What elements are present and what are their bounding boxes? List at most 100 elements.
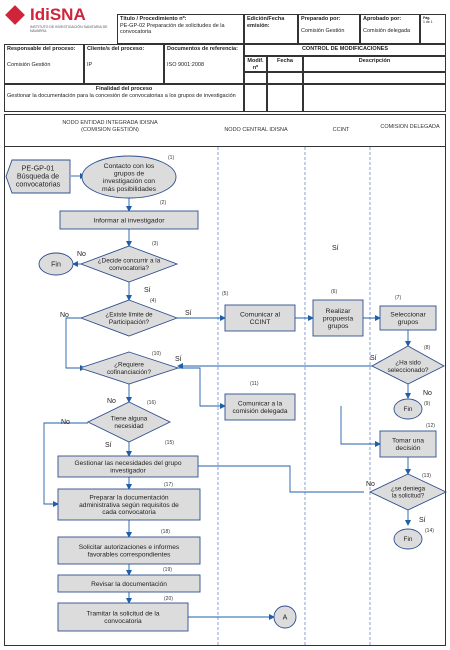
- changes-row1c: [303, 72, 446, 84]
- logo-cell: IdiSNA INSTITUTO DE INVESTIGACIÓN SANITA…: [4, 4, 116, 40]
- node-n18-line: favorables correspondientes: [88, 552, 172, 559]
- purpose-title: Finalidad del proceso: [95, 86, 153, 92]
- node-fin1-line: Fin: [51, 261, 61, 268]
- client-cell: Cliente/s del proceso: IP: [84, 44, 164, 84]
- node-conn_a-text: A: [283, 614, 288, 621]
- lane1-title: NODO ENTIDAD INTEGRADA IDISNA (COMISION …: [62, 120, 158, 133]
- node-d8-line: ¿Ha sido: [395, 360, 421, 367]
- node-n17-line: administrativa según requisitos de: [79, 502, 179, 509]
- changes-col3: Descripción: [358, 58, 391, 64]
- step-number-3: (3): [152, 241, 158, 247]
- changes-col3-cell: Descripción: [303, 56, 446, 72]
- fin-1-shape: [38, 252, 74, 276]
- step-number-12: (12): [426, 423, 435, 429]
- purpose-text: Gestionar la documentación para la conce…: [7, 92, 236, 99]
- lane2-title: NODO CENTRAL IDISNA: [224, 127, 288, 133]
- edition-label: Edición/Fecha emisión:: [247, 16, 285, 29]
- node-ext_start-line: Búsqueda de: [17, 172, 59, 181]
- step-number-6: (6): [331, 289, 337, 295]
- node-19-shape: [57, 574, 201, 593]
- node-n2-text: Informar al investigador: [93, 217, 165, 224]
- step-number-4: (4): [150, 298, 156, 304]
- page-cell: Pág. 1 de 1: [420, 14, 446, 44]
- node-n15-line: investigador: [110, 468, 146, 475]
- step-number-1: (1): [168, 155, 174, 161]
- edge-11-to-12: [340, 406, 381, 447]
- client-value: IP: [87, 61, 93, 68]
- node-fin1-text: Fin: [51, 261, 61, 268]
- node-2-shape: [59, 210, 199, 230]
- approved-label: Aprobado por:: [363, 16, 402, 22]
- branch-label-no-0: No: [77, 251, 86, 258]
- branch-label-yes-10: Sí: [105, 442, 112, 449]
- connectors: [43, 173, 411, 620]
- node-n5-line: Comunicar al: [240, 312, 281, 319]
- approved-value: Comisión delegada: [363, 27, 411, 34]
- owner-value: Comisión Gestión: [7, 61, 51, 68]
- decision-16-shape: [86, 401, 172, 443]
- branch-label-yes-5: Sí: [370, 355, 377, 362]
- title-value: PE-GP-02 Preparación de solicitudes de l…: [120, 22, 225, 36]
- lane4-title: COMISION DELEGADA: [380, 124, 440, 130]
- step-number-9: (9): [424, 401, 430, 407]
- node-fin9-line: Fin: [404, 406, 413, 413]
- node-1-shape: [81, 155, 177, 199]
- node-5-shape: [224, 304, 296, 332]
- step-number-7: (7): [395, 295, 401, 301]
- fin-14-shape: [393, 528, 423, 550]
- edge-13-no-to-15: [181, 463, 364, 493]
- decision-4-shape: [79, 299, 179, 337]
- title-label: Título / Procedimiento nº:: [120, 16, 187, 22]
- node-d10-line: ¿Requiere: [114, 362, 144, 369]
- changes-col2-cell: Fecha: [267, 56, 303, 72]
- node-n17-line: Preparar la documentación: [89, 494, 169, 501]
- branch-label-yes-7: Sí: [175, 356, 182, 363]
- branch-label-yes-1: Sí: [144, 287, 151, 294]
- node-d4-line: ¿Existe límite de: [105, 312, 153, 319]
- node-d16-line: necesidad: [114, 423, 144, 430]
- changes-col2: Fecha: [277, 58, 293, 64]
- step-number-5: (5): [222, 291, 228, 297]
- node-n17-line: cada convocatoria: [102, 509, 156, 516]
- branch-label-no-9: No: [61, 419, 70, 426]
- node-18-shape: [57, 536, 201, 565]
- node-n7-line: grupos: [398, 319, 419, 326]
- node-n6-line: Realizar: [326, 308, 352, 315]
- node-ext_start-line: convocatorias: [16, 180, 61, 189]
- node-n1-line: grupos de: [114, 171, 144, 178]
- purpose-cell: Finalidad del proceso Gestionar la docum…: [4, 84, 244, 112]
- node-fin9-text: Fin: [404, 406, 413, 413]
- node-n19-line: Revisar la documentación: [91, 581, 167, 588]
- owner-cell: Responsable del proceso: Comisión Gestió…: [4, 44, 84, 84]
- node-n12-line: decisión: [396, 445, 421, 452]
- node-n12-line: Tomar una: [392, 438, 424, 445]
- decision-10-shape: [78, 351, 180, 385]
- connector-a-shape: [273, 605, 297, 629]
- logo-text: IdiSNA: [30, 5, 86, 24]
- step-number-8: (8): [424, 345, 430, 351]
- docs-value: ISO 9001:2008: [167, 61, 205, 68]
- node-n20-line: Tramitar la solicitud de la: [86, 611, 159, 618]
- node-n1-line: más posibilidades: [102, 186, 157, 193]
- owner-label: Responsable del proceso:: [7, 46, 76, 52]
- node-n19-text: Revisar la documentación: [91, 581, 167, 588]
- branch-label-no-11: No: [366, 481, 375, 488]
- prepared-cell: Preparado por: Comisión Gestión: [298, 14, 360, 44]
- node-d10-line: cofinanciación?: [107, 369, 152, 376]
- changes-row2a: [244, 84, 267, 112]
- lane-dividers: [217, 147, 371, 646]
- swimlane-header-divider: [4, 146, 446, 147]
